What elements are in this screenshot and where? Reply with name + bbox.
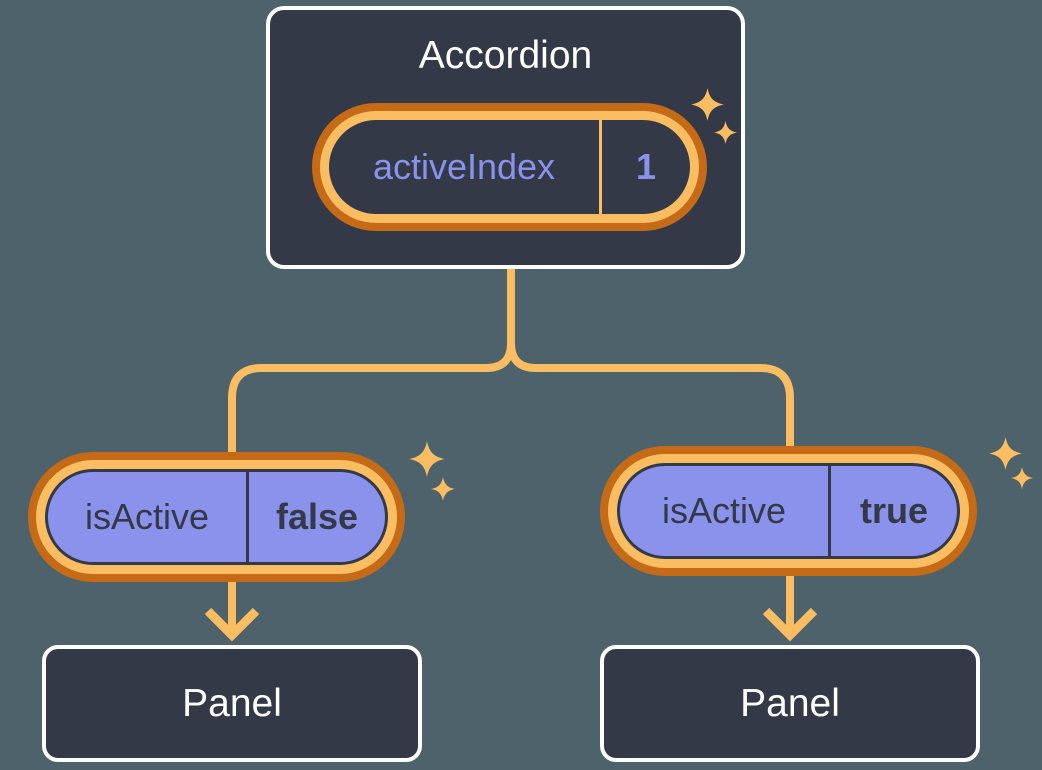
pill-divider bbox=[246, 472, 249, 562]
state-pill-core: activeIndex 1 bbox=[329, 120, 690, 214]
panel-component-box-right: Panel bbox=[600, 645, 980, 762]
prop-pill-left: isActive false bbox=[28, 452, 405, 582]
prop-value: false bbox=[275, 496, 359, 537]
sparkle-icon bbox=[691, 88, 724, 121]
prop-name: isActive bbox=[661, 490, 787, 531]
component-title: Panel bbox=[740, 681, 840, 725]
state-pill: activeIndex 1 bbox=[312, 103, 707, 231]
component-title: Panel bbox=[182, 681, 282, 725]
prop-pill-ring: isActive false bbox=[36, 460, 397, 574]
prop-value: true bbox=[859, 490, 928, 531]
prop-pill-ring: isActive true bbox=[608, 454, 969, 568]
arrow-down-icon bbox=[762, 607, 818, 642]
sparkle-icon bbox=[409, 441, 445, 477]
state-name: activeIndex bbox=[372, 146, 556, 187]
prop-pill-right: isActive true bbox=[600, 446, 977, 576]
pill-divider bbox=[599, 120, 602, 214]
sparkle-icon bbox=[431, 477, 455, 501]
pill-divider bbox=[828, 466, 831, 556]
sparkle-icon bbox=[714, 121, 737, 144]
panel-component-box-left: Panel bbox=[42, 645, 422, 762]
tree-branch-right bbox=[507, 267, 794, 632]
accordion-component-box: Accordion activeIndex 1 bbox=[266, 6, 745, 269]
component-title: Accordion bbox=[418, 34, 593, 77]
arrow-down-icon bbox=[204, 607, 260, 642]
prop-name: isActive bbox=[84, 496, 210, 537]
sparkle-icon bbox=[1011, 467, 1033, 489]
prop-pill-core: isActive false bbox=[45, 469, 388, 565]
state-value: 1 bbox=[635, 146, 657, 187]
sparkle-icon bbox=[989, 437, 1022, 470]
state-pill-ring: activeIndex 1 bbox=[320, 111, 699, 223]
prop-pill-core: isActive true bbox=[617, 463, 960, 559]
